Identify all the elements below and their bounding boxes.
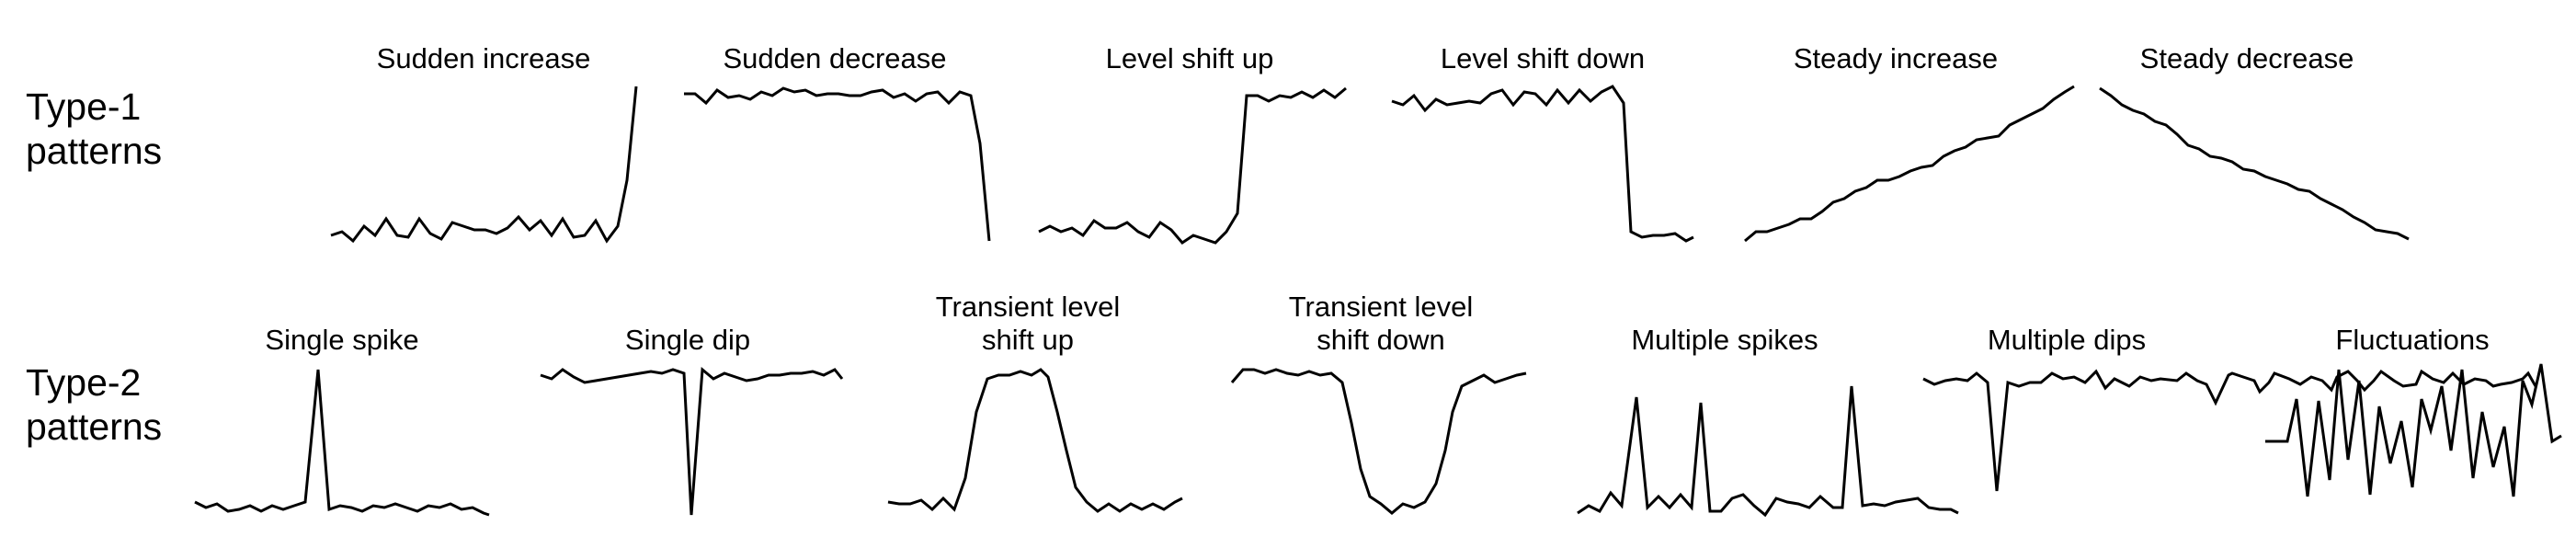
pattern-title-steady-decrease: Steady decrease <box>2140 42 2354 75</box>
pattern-title-single-spike: Single spike <box>265 324 418 357</box>
row-label-line2: patterns <box>26 130 163 172</box>
pattern-title-level-shift-down: Level shift down <box>1441 42 1645 75</box>
row-label-line1: Type-1 <box>26 86 142 128</box>
pattern-title-line1: Transient level <box>1288 291 1474 323</box>
curve-transient-level-shift-up <box>887 368 1183 513</box>
pattern-title-sudden-decrease: Sudden decrease <box>723 42 946 75</box>
curve-steady-decrease <box>2099 86 2410 241</box>
pattern-title-line1: Steady increase <box>1793 42 1999 74</box>
pattern-title-line1: Fluctuations <box>2335 324 2490 356</box>
curve-sudden-decrease <box>684 86 991 242</box>
pattern-title-line1: Steady decrease <box>2139 42 2354 74</box>
pattern-title-single-dip: Single dip <box>625 324 750 357</box>
curve-transient-level-shift-down <box>1230 368 1527 515</box>
curve-steady-increase <box>1744 85 2075 243</box>
curve-single-spike <box>194 369 490 517</box>
pattern-title-transient-level-shift-up: Transient level shift up <box>936 291 1120 357</box>
curve-level-shift-down <box>1391 85 1694 243</box>
curve-fluctuations <box>2265 363 2562 497</box>
pattern-title-line1: Sudden increase <box>376 42 591 74</box>
pattern-title-transient-level-shift-down: Transient level shift down <box>1289 291 1473 357</box>
pattern-title-line2: shift up <box>982 324 1074 356</box>
row-label-type-2: Type-2 patterns <box>26 360 162 449</box>
pattern-title-line1: Sudden decrease <box>723 42 947 74</box>
pattern-title-multiple-spikes: Multiple spikes <box>1631 324 1818 357</box>
pattern-title-line2: shift down <box>1316 324 1445 356</box>
curve-multiple-dips <box>1922 369 2537 492</box>
pattern-title-line1: Multiple spikes <box>1631 324 1818 356</box>
pattern-title-line1: Level shift down <box>1440 42 1646 74</box>
pattern-title-line1: Single spike <box>265 324 419 356</box>
pattern-title-level-shift-up: Level shift up <box>1106 42 1274 75</box>
curve-single-dip <box>540 366 844 516</box>
curve-sudden-increase <box>330 86 638 244</box>
curve-multiple-spikes <box>1577 385 1959 518</box>
pattern-title-line1: Multiple dips <box>1987 324 2147 356</box>
pattern-title-fluctuations: Fluctuations <box>2335 324 2489 357</box>
curve-level-shift-up <box>1038 86 1347 245</box>
pattern-title-multiple-dips: Multiple dips <box>1988 324 2146 357</box>
pattern-title-line1: Single dip <box>624 324 751 356</box>
row-label-type-1: Type-1 patterns <box>26 85 162 173</box>
pattern-title-line1: Level shift up <box>1105 42 1274 74</box>
row-label-line2: patterns <box>26 405 163 448</box>
row-label-line1: Type-2 <box>26 361 142 404</box>
pattern-title-line1: Transient level <box>935 291 1121 323</box>
pattern-title-sudden-increase: Sudden increase <box>377 42 591 75</box>
pattern-title-steady-increase: Steady increase <box>1794 42 1998 75</box>
